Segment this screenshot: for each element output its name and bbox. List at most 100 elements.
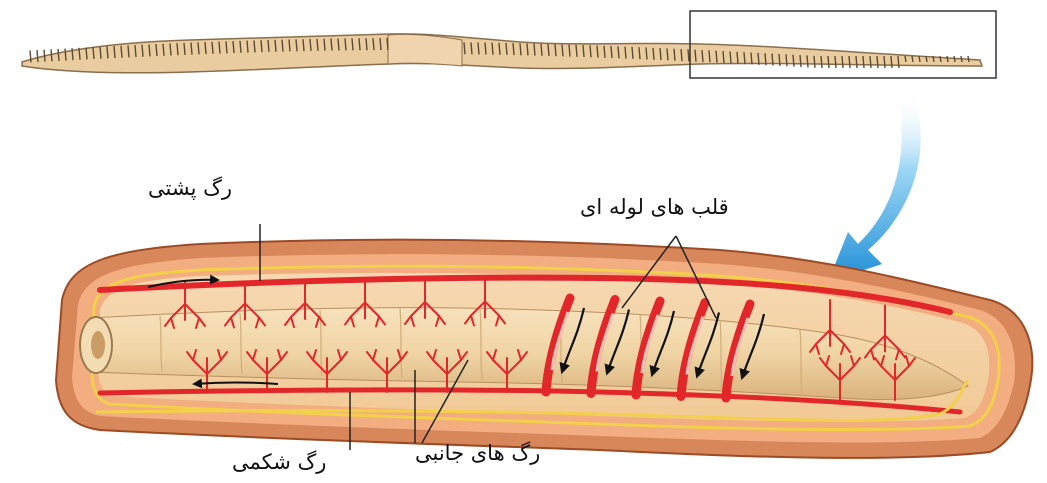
worm-segment	[877, 56, 878, 68]
worm-segment	[947, 56, 948, 62]
worm-segment	[646, 47, 647, 59]
worm-segment	[366, 38, 367, 50]
worm-segment	[30, 50, 31, 62]
worm-segment	[639, 47, 640, 59]
worm-segment	[247, 41, 248, 53]
worm-segment	[534, 44, 535, 56]
worm-segment	[289, 39, 290, 51]
worm-segment	[198, 42, 199, 54]
worm-segment	[940, 56, 941, 62]
worm-segment	[835, 56, 836, 68]
worm-segment	[765, 53, 766, 65]
worm-segment	[177, 43, 178, 55]
worm-segment	[345, 38, 346, 50]
worm-segment	[653, 48, 654, 60]
worm-segment	[772, 54, 773, 66]
worm-segment	[884, 56, 885, 68]
worm-segment	[37, 50, 38, 62]
worm-segment	[268, 40, 269, 52]
worm-segment	[723, 51, 724, 63]
worm-segment	[597, 46, 598, 58]
worm-segment	[317, 39, 318, 51]
worm-segment	[478, 42, 479, 54]
worm-segment	[667, 48, 668, 60]
worm-segment	[156, 44, 157, 56]
worm-segment	[331, 39, 332, 51]
worm-segment	[233, 41, 234, 53]
worm-segment	[870, 56, 871, 68]
worm-segment	[44, 50, 45, 62]
worm-segment	[576, 45, 577, 57]
worm-segment	[674, 49, 675, 61]
worm-segment	[387, 38, 388, 50]
worm-segment	[786, 54, 787, 66]
worm-segment	[590, 45, 591, 57]
worm-segment	[324, 39, 325, 51]
worm-segment	[905, 56, 906, 62]
worm-segment	[716, 51, 717, 63]
worm-segment	[933, 56, 934, 62]
worm-segment	[821, 56, 822, 68]
worm-segment	[170, 43, 171, 55]
worm-segment	[632, 47, 633, 59]
worm-segment	[709, 50, 710, 62]
worm-segment	[499, 43, 500, 55]
worm-segment	[569, 45, 570, 57]
worm-segment	[779, 54, 780, 66]
worm-segment	[212, 42, 213, 54]
worm-segment	[758, 53, 759, 65]
worm-segment	[625, 47, 626, 59]
worm-segment	[100, 47, 101, 59]
worm-segment	[604, 46, 605, 58]
worm-segment	[863, 56, 864, 68]
worm-segment	[807, 55, 808, 67]
worm-segment	[121, 46, 122, 58]
worm-segment	[611, 46, 612, 58]
worm-segment	[142, 45, 143, 57]
worm-segment	[506, 43, 507, 55]
worm-segment	[226, 41, 227, 53]
worm-segment	[310, 39, 311, 51]
worm-segment	[492, 43, 493, 55]
worm-segment	[688, 49, 689, 61]
whole-worm	[22, 34, 982, 73]
worm-segment	[464, 42, 465, 54]
worm-segment	[58, 49, 59, 61]
worm-segment	[583, 45, 584, 57]
worm-segment	[751, 53, 752, 65]
worm-segment	[373, 38, 374, 50]
worm-segment	[107, 46, 108, 58]
worm-segment	[149, 44, 150, 56]
worm-segment	[891, 56, 892, 68]
worm-segment	[856, 56, 857, 68]
worm-segment	[702, 50, 703, 62]
worm-segment	[191, 43, 192, 55]
worm-segment	[163, 44, 164, 56]
worm-segment	[485, 43, 486, 55]
worm-segment	[275, 40, 276, 52]
worm-segment	[527, 43, 528, 55]
worm-segment	[380, 38, 381, 50]
worm-segment	[282, 40, 283, 52]
worm-segment	[114, 46, 115, 58]
worm-segment	[954, 56, 955, 62]
label-tubular-hearts: قلب های لوله ای	[580, 197, 729, 218]
worm-segment	[800, 55, 801, 67]
worm-segment	[919, 56, 920, 62]
worm-segment	[926, 56, 927, 62]
worm-segment	[849, 56, 850, 68]
worm-segment	[93, 47, 94, 59]
worm-segment	[240, 41, 241, 53]
label-ventral-vessel: رگ شکمی	[232, 452, 326, 473]
worm-segment	[471, 42, 472, 54]
worm-segment	[51, 49, 52, 61]
worm-segment	[79, 48, 80, 60]
worm-segment	[730, 51, 731, 63]
worm-segment	[744, 52, 745, 64]
worm-segment	[86, 47, 87, 59]
worm-segment	[205, 42, 206, 54]
worm-segment	[618, 46, 619, 58]
worm-segment	[261, 40, 262, 52]
worm-segment	[912, 56, 913, 62]
